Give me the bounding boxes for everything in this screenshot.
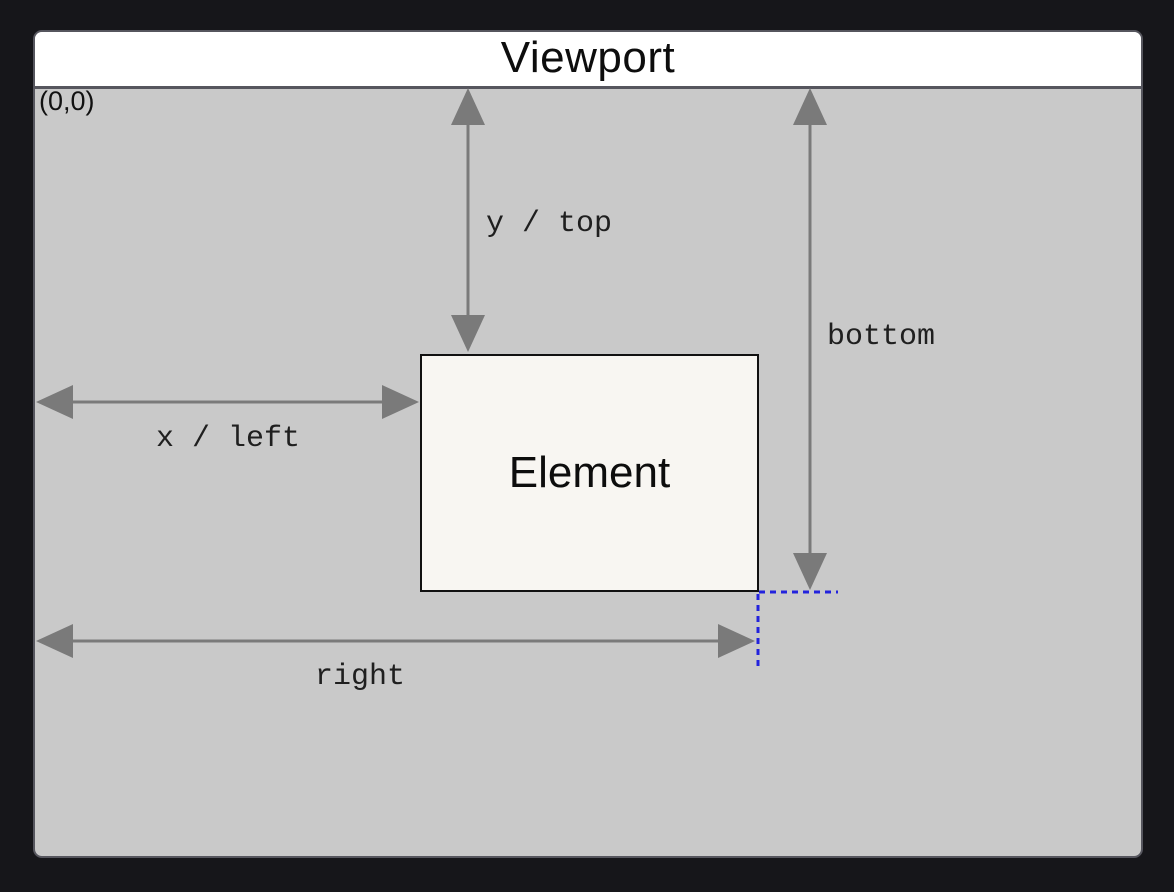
element-label: Element	[508, 448, 671, 497]
x-left-label: x / left	[156, 422, 301, 456]
right-label: right	[315, 660, 406, 694]
origin-coordinate-label: (0,0)	[39, 86, 95, 116]
viewport-header: Viewport	[35, 32, 1141, 89]
element-box: Element	[420, 354, 759, 592]
y-top-label: y / top	[486, 207, 613, 241]
bottom-label: bottom	[827, 320, 936, 354]
viewport-window: Viewport	[33, 30, 1143, 858]
viewport-title: Viewport	[500, 33, 676, 82]
